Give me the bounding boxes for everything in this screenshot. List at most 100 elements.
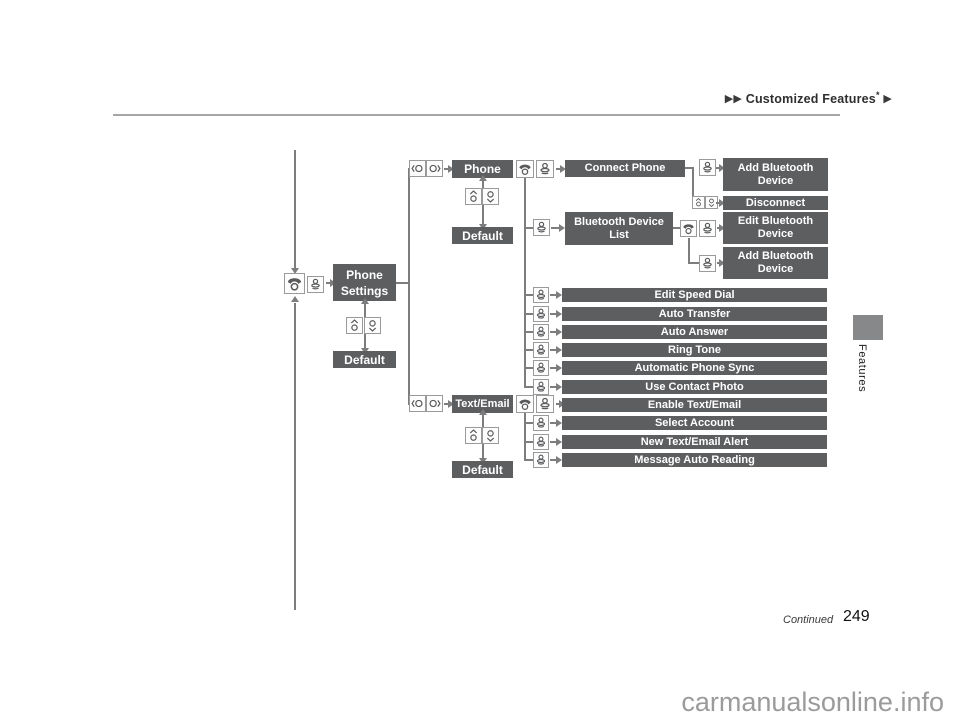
connector xyxy=(524,178,526,387)
enter-button-icon xyxy=(307,276,324,293)
connector xyxy=(524,386,533,388)
node-connect-phone: Connect Phone xyxy=(565,160,685,177)
arrow-right-icon xyxy=(717,224,725,232)
arrow-right-icon xyxy=(550,328,562,336)
connector xyxy=(524,367,533,369)
watermark: carmanualsonline.info xyxy=(681,687,944,717)
phone-button-icon xyxy=(516,395,534,413)
chapter-tab-label: Features xyxy=(856,344,868,393)
connector xyxy=(408,168,410,405)
arrow-right-icon xyxy=(550,456,562,464)
arrow-right-icon xyxy=(716,199,725,207)
phone-button-icon xyxy=(284,273,305,294)
breadcrumb-title: Customized Features xyxy=(745,92,876,107)
connector xyxy=(396,282,409,284)
tilt-down-icon xyxy=(482,427,499,444)
arrow-right-icon xyxy=(550,346,562,354)
connector xyxy=(688,238,690,264)
connector xyxy=(524,313,533,315)
breadcrumb-trailing-arrow-icon: ▶ xyxy=(883,93,892,106)
connector xyxy=(524,227,533,229)
tilt-up-icon xyxy=(465,188,482,205)
menu-item-box: New Text/Email Alert xyxy=(562,435,827,449)
node-disconnect: Disconnect xyxy=(723,196,828,210)
rotate-left-icon xyxy=(409,160,426,177)
menu-item-box: Select Account xyxy=(562,416,827,430)
enter-button-icon xyxy=(533,324,549,340)
enter-button-icon xyxy=(536,395,554,413)
node-default: Default xyxy=(333,351,396,368)
connector xyxy=(524,413,526,460)
node-default: Default xyxy=(452,461,513,478)
phone-button-icon xyxy=(516,160,534,178)
arrow-right-icon xyxy=(550,310,562,318)
node-add-bluetooth-device: Add Bluetooth Device xyxy=(723,158,828,191)
menu-item-box: Message Auto Reading xyxy=(562,453,827,467)
enter-button-icon xyxy=(533,415,549,431)
menu-item-box: Ring Tone xyxy=(562,343,827,357)
arrow-right-icon xyxy=(444,165,454,173)
tilt-down-icon xyxy=(364,317,381,334)
enter-button-icon xyxy=(699,159,716,176)
arrow-right-icon xyxy=(556,400,565,408)
connector xyxy=(524,294,533,296)
connector xyxy=(673,227,680,229)
menu-item-box: Auto Transfer xyxy=(562,307,827,321)
arrow-right-icon xyxy=(716,164,725,172)
arrow-right-icon xyxy=(556,165,566,173)
tilt-down-icon xyxy=(482,188,499,205)
connector xyxy=(524,422,533,424)
rotate-right-icon xyxy=(426,395,443,412)
tilt-up-icon xyxy=(346,317,363,334)
phone-button-icon xyxy=(680,220,697,237)
menu-item-box: Enable Text/Email xyxy=(562,398,827,412)
enter-button-icon xyxy=(533,342,549,358)
enter-button-icon xyxy=(533,287,549,303)
connector xyxy=(524,459,533,461)
arrow-right-icon xyxy=(551,224,565,232)
enter-button-icon xyxy=(533,219,550,236)
connector xyxy=(692,167,694,204)
node-phone-settings: Phone Settings xyxy=(333,264,396,301)
enter-button-icon xyxy=(533,452,549,468)
connector xyxy=(685,167,694,169)
node-bluetooth-device-list: Bluetooth Device List xyxy=(565,212,673,245)
arrowhead-down-icon xyxy=(291,268,299,274)
connector xyxy=(294,150,296,268)
continued-label: Continued xyxy=(783,614,834,626)
tilt-up-icon xyxy=(692,196,705,209)
menu-item-box: Use Contact Photo xyxy=(562,380,827,394)
connector xyxy=(524,441,533,443)
node-add-bluetooth-device: Add Bluetooth Device xyxy=(723,247,828,279)
menu-item-box: Edit Speed Dial xyxy=(562,288,827,302)
enter-button-icon xyxy=(699,255,716,272)
enter-button-icon xyxy=(533,379,549,395)
enter-button-icon xyxy=(699,220,716,237)
menu-item-box: Automatic Phone Sync xyxy=(562,361,827,375)
arrowhead-up-icon xyxy=(291,296,299,302)
chapter-tab-marker xyxy=(853,315,883,340)
arrow-right-icon xyxy=(444,400,454,408)
page-number: 249 xyxy=(843,608,870,625)
node-text-email: Text/Email xyxy=(452,395,513,413)
enter-button-icon xyxy=(536,160,554,178)
rotate-left-icon xyxy=(409,395,426,412)
node-default: Default xyxy=(452,227,513,244)
node-edit-bluetooth-device: Edit Bluetooth Device xyxy=(723,212,828,244)
arrow-right-icon xyxy=(717,259,725,267)
enter-button-icon xyxy=(533,360,549,376)
enter-button-icon xyxy=(533,306,549,322)
arrow-right-icon xyxy=(550,364,562,372)
footnote-asterisk: * xyxy=(875,90,880,100)
enter-button-icon xyxy=(533,434,549,450)
tilt-up-icon xyxy=(465,427,482,444)
arrow-right-icon xyxy=(550,419,562,427)
breadcrumb-arrows-icon: ▶▶ xyxy=(724,93,743,106)
connector xyxy=(524,349,533,351)
breadcrumb: ▶▶ Customized Features* ▶ xyxy=(725,90,892,106)
node-phone: Phone xyxy=(452,160,513,178)
connector xyxy=(294,303,296,610)
rotate-right-icon xyxy=(426,160,443,177)
arrow-right-icon xyxy=(326,279,336,287)
